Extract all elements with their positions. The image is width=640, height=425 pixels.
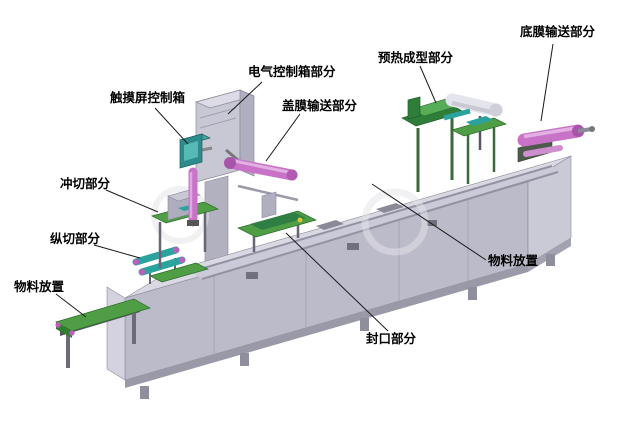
label-sealing: 封口部分: [366, 332, 417, 346]
label-touchscreen-box: 触摸屏控制箱: [110, 91, 186, 105]
touchscreen-box: [179, 133, 213, 227]
bottom-film-roller: [517, 124, 595, 163]
label-preheat-forming: 预热成型部分: [378, 51, 454, 65]
leader-lines: [55, 43, 554, 332]
punching-station: [151, 189, 219, 268]
label-cover-film-feed: 盖膜输送部分: [282, 99, 358, 113]
output-conveyor: [55, 298, 151, 368]
preheat-forming-section: [401, 93, 507, 192]
label-electrical-box: 电气控制箱部分: [248, 65, 336, 79]
slitting-station: [132, 246, 209, 284]
label-punching: 冲切部分: [60, 177, 111, 191]
label-slitting: 纵切部分: [50, 232, 101, 246]
label-material-right: 物料放置: [488, 254, 539, 268]
label-material-left: 物料放置: [14, 280, 65, 294]
sealing-station: [237, 191, 317, 252]
label-bottom-film-feed: 底膜输送部分: [520, 25, 596, 39]
cover-film-roller: [224, 148, 299, 202]
machine-bed: [106, 155, 572, 399]
